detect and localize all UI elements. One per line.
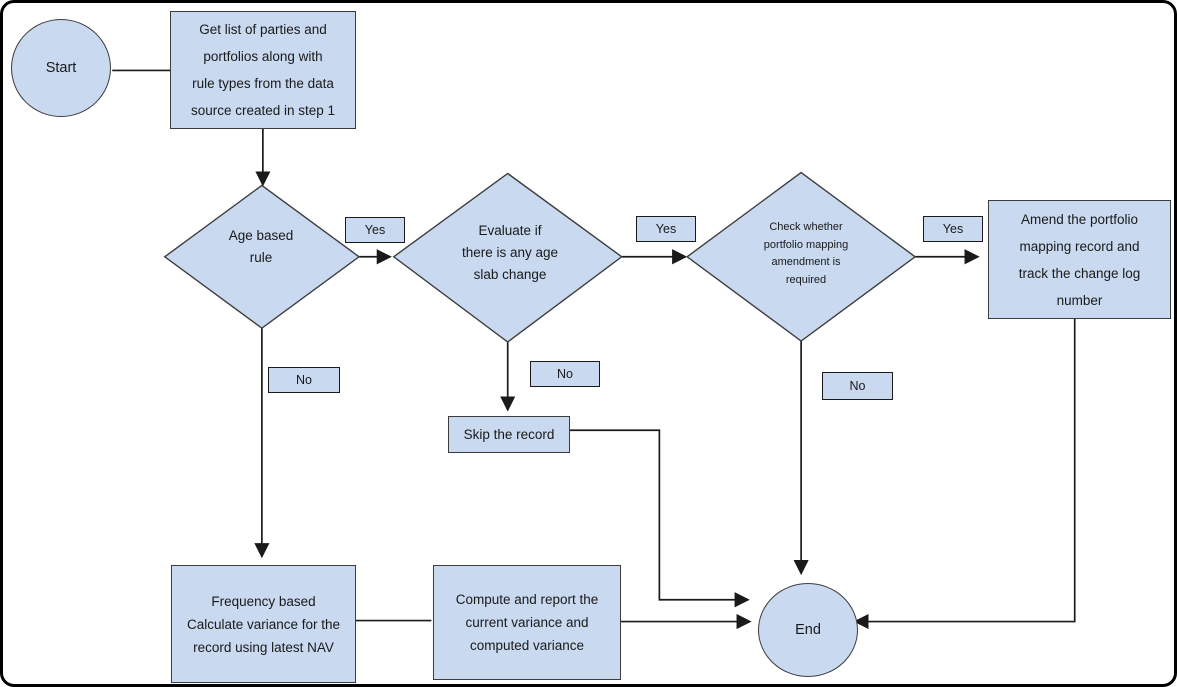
label-mapping-yes: Yes	[923, 216, 983, 242]
label-age-rule-yes: Yes	[345, 217, 405, 243]
process-frequency-variance: Frequency based Calculate variance for t…	[171, 565, 356, 683]
connector-amend-to-end	[853, 316, 1076, 630]
label-slab-no: No	[530, 361, 600, 387]
terminator-end: End	[758, 583, 858, 677]
connector-skip-to-end	[567, 429, 750, 608]
decision-age-based-rule-shape	[163, 184, 361, 329]
process-get-list-line-2: portfolios along with	[203, 49, 323, 64]
process-get-list-line-3: rule types from the data	[192, 76, 334, 91]
decision-age-slab-change-shape	[392, 172, 623, 343]
label-slab-yes: Yes	[636, 216, 696, 242]
process-compute-variance: Compute and report the current variance …	[433, 565, 621, 680]
process-compute-line-3: computed variance	[469, 638, 585, 653]
process-amend-line-3: track the change log	[1018, 265, 1141, 281]
process-get-list-line-4: source created in step 1	[190, 103, 336, 118]
label-mapping-no: No	[822, 372, 893, 400]
process-frequency-line-3: record using latest NAV	[193, 639, 334, 655]
process-skip-record: Skip the record	[448, 416, 570, 453]
decision-portfolio-mapping-shape	[685, 171, 917, 342]
connector-layer	[112, 69, 1076, 630]
label-age-rule-no: No	[268, 367, 340, 393]
process-skip-record-label: Skip the record	[463, 427, 555, 442]
process-amend-line-4: number	[1056, 292, 1103, 308]
terminator-start: Start	[11, 19, 111, 117]
process-amend-mapping: Amend the portfolio mapping record and t…	[988, 200, 1171, 319]
process-get-list: Get list of parties and portfolios along…	[170, 11, 356, 129]
process-compute-line-2: current variance and	[465, 615, 589, 630]
end-label: End	[795, 622, 821, 638]
process-frequency-line-2: Calculate variance for the	[186, 616, 341, 632]
process-compute-line-1: Compute and report the	[455, 592, 599, 607]
process-get-list-line-1: Get list of parties and	[199, 22, 327, 37]
process-frequency-line-1: Frequency based	[211, 593, 316, 609]
start-label: Start	[45, 60, 77, 76]
process-amend-line-2: mapping record and	[1019, 238, 1140, 254]
process-amend-line-1: Amend the portfolio	[1020, 211, 1139, 227]
